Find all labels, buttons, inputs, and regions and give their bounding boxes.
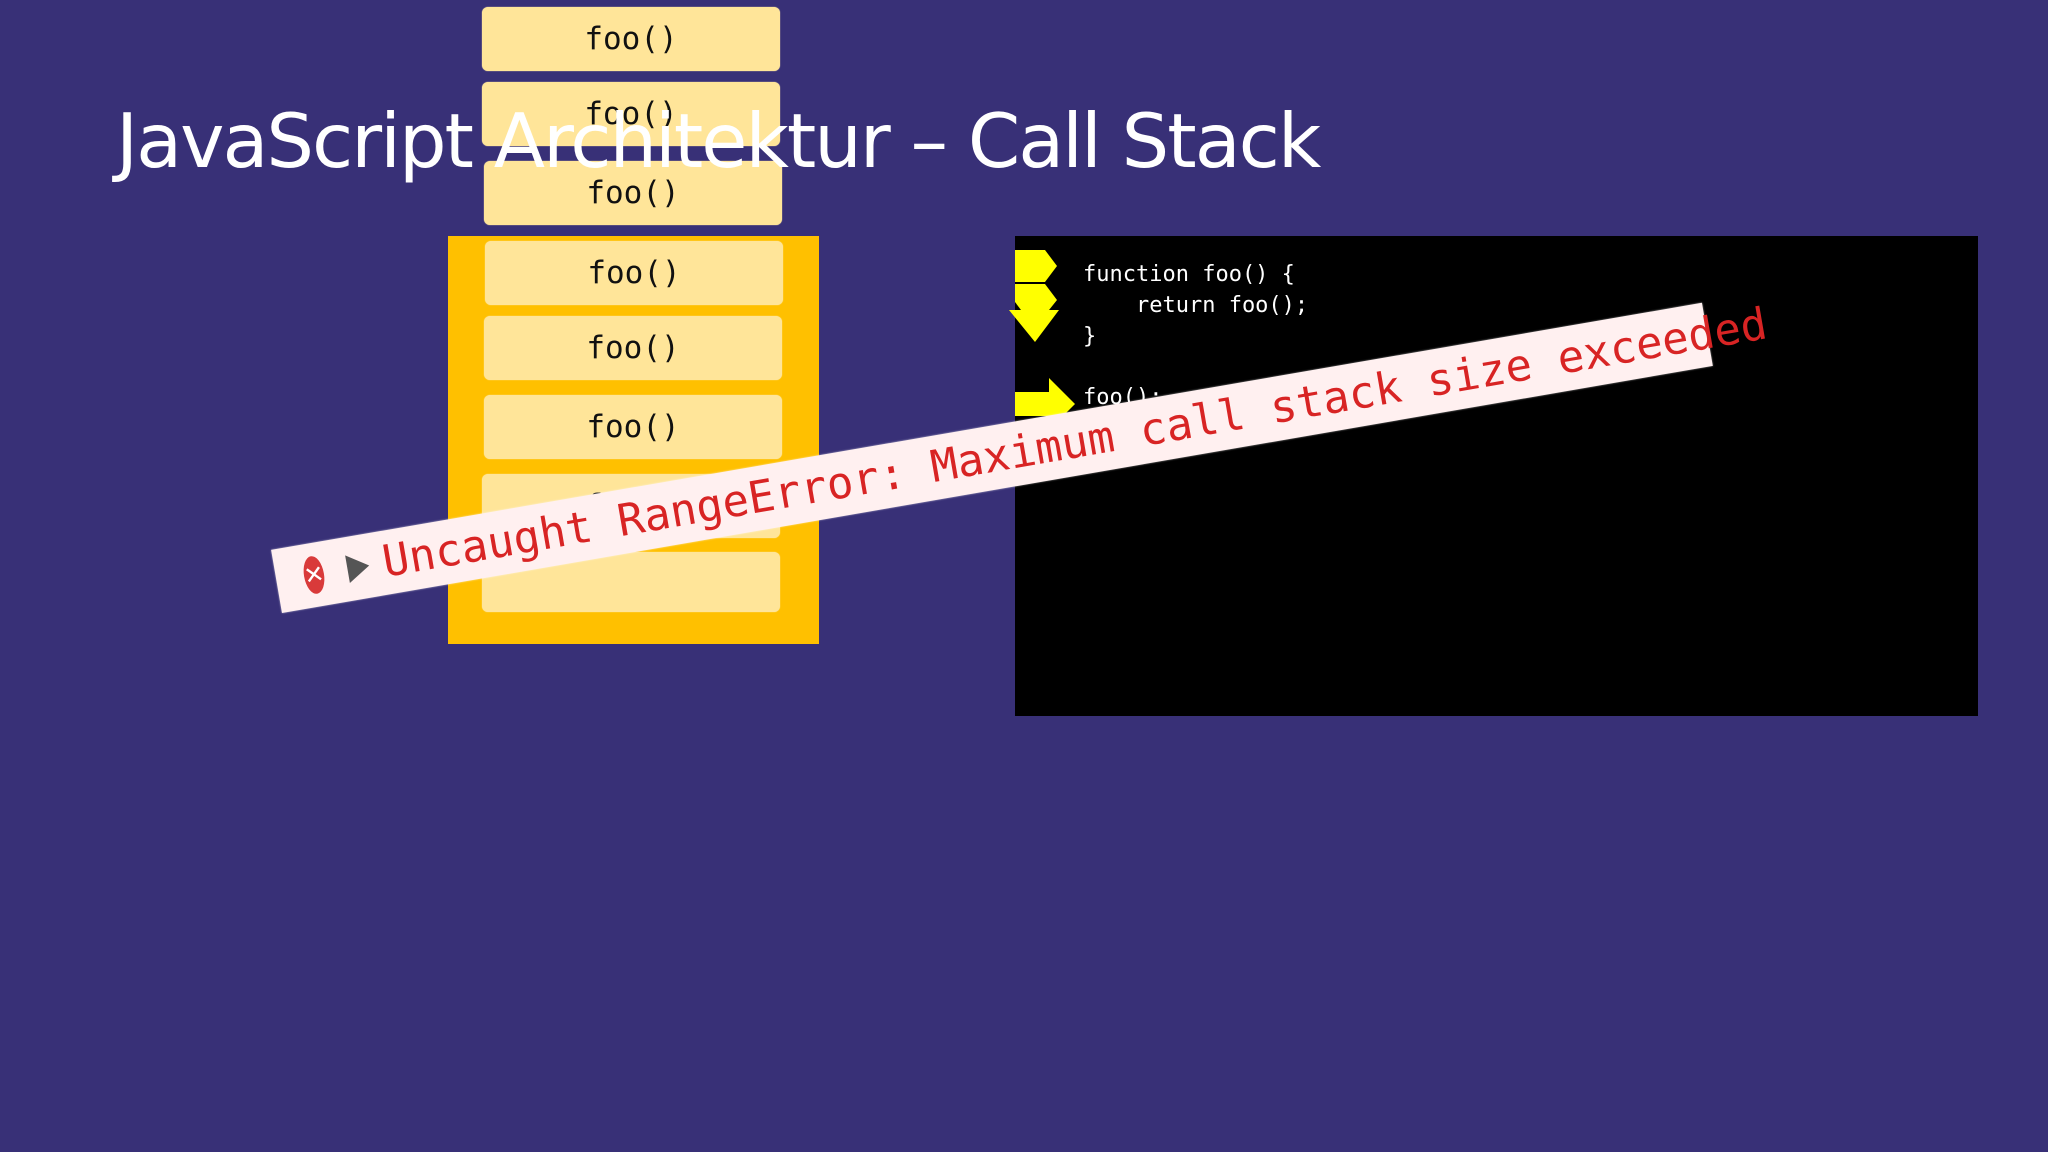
call-stack-entry: foo() bbox=[485, 241, 783, 305]
call-stack-entry: foo() bbox=[482, 82, 780, 146]
code-line: function foo() { bbox=[1083, 262, 1295, 287]
code-line: } bbox=[1083, 324, 1097, 349]
code-line: return foo(); bbox=[1083, 293, 1309, 318]
slide-title: JavaScript Architektur – Call Stack bbox=[116, 97, 1321, 185]
call-stack-entry: foo() bbox=[484, 316, 782, 380]
call-stack-entry: foo() bbox=[484, 395, 782, 459]
triangle-right-icon[interactable] bbox=[345, 551, 372, 583]
call-stack-entry: foo() bbox=[482, 7, 780, 71]
code-panel: function foo() { return foo(); } foo(); bbox=[1009, 236, 1978, 716]
error-x-icon: ✕ bbox=[300, 554, 328, 596]
execution-arrow-icon bbox=[1009, 250, 1059, 342]
call-stack-entry: foo() bbox=[484, 161, 782, 225]
